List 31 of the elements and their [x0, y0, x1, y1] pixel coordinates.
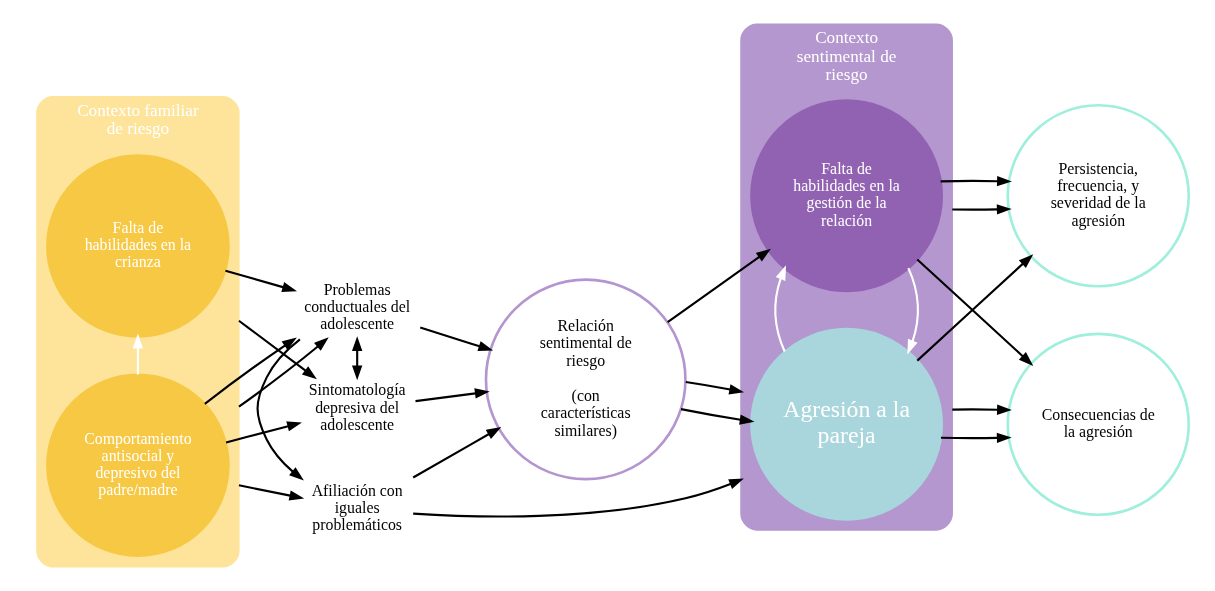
arrow: [256, 338, 304, 481]
arrow: [680, 408, 755, 425]
arrow: [238, 319, 317, 380]
node-circle: Agresión a la pareja: [750, 327, 944, 521]
arrow: [238, 484, 305, 501]
arrow: [412, 427, 502, 479]
arrow: [204, 337, 297, 405]
arrow: [907, 267, 919, 355]
node-circle: Persistencia, frecuencia, y severidad de la agresión: [1006, 103, 1191, 288]
node-circle: Comportamiento antisocial y depresivo del padre/madre: [46, 373, 230, 558]
node-circle: Consecuencias de la agresión: [1006, 332, 1191, 517]
arrow: [685, 381, 745, 395]
arrow: [667, 248, 771, 323]
node-circle: Falta de habilidades en la gestión de la relación: [750, 99, 944, 293]
arrow: [419, 326, 494, 352]
arrow: [225, 269, 297, 293]
arrow: [774, 265, 786, 352]
arrow: [352, 336, 363, 381]
node-text: Sintomatología depresiva del adolescente: [308, 381, 406, 433]
arrow: [940, 176, 1012, 187]
arrow: [415, 388, 490, 403]
arrow: [952, 204, 1012, 215]
arrow: [952, 404, 1012, 415]
node-text: Afiliación con iguales problemáticos: [311, 481, 403, 534]
node-text: Problemas conductuales del adolescente: [304, 280, 411, 333]
node-circle: Falta de habilidades en la crianza: [46, 154, 230, 338]
arrow: [413, 478, 744, 518]
arrow: [238, 337, 329, 408]
arrow: [132, 333, 144, 375]
arrow: [940, 432, 1012, 444]
arrow: [225, 421, 302, 444]
